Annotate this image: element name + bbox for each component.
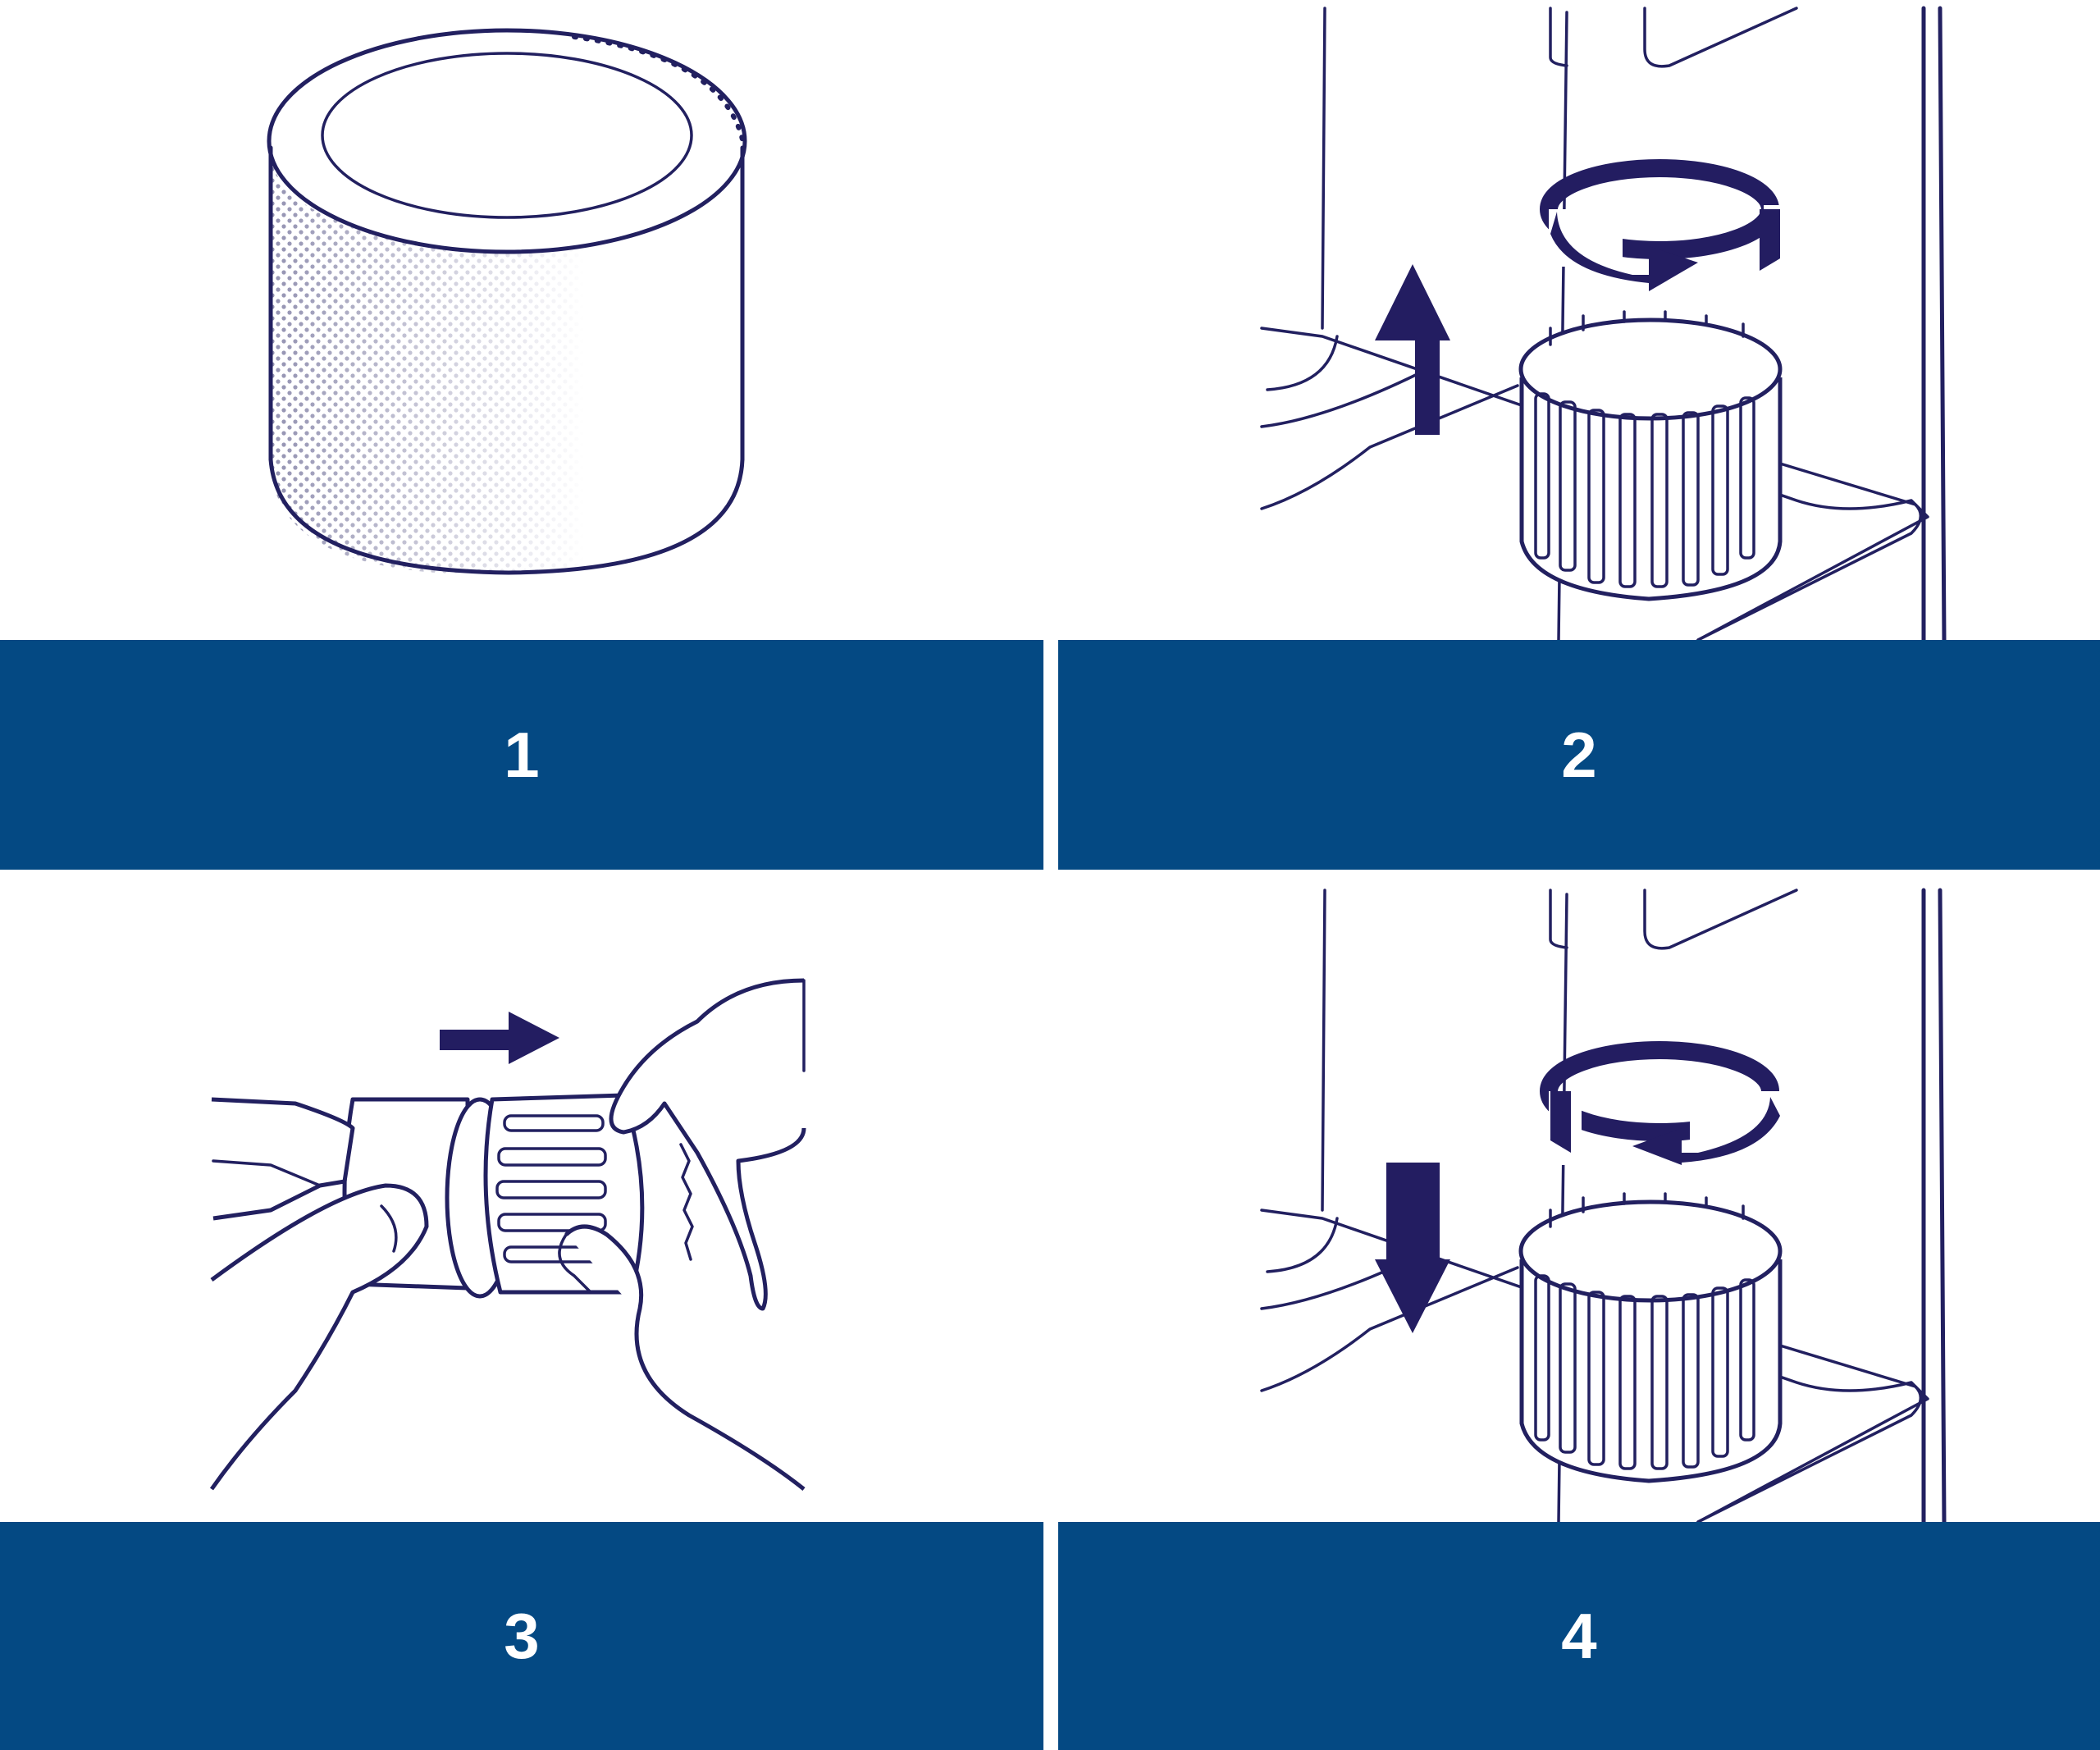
step-2-number: 2 [1561,719,1597,791]
step-4-label-band: 4 [1058,1522,2100,1750]
right-arrow-icon [440,1012,559,1064]
step-4-panel: 4 [1058,882,2100,1750]
step-2-label-band: 2 [1058,640,2100,870]
step-3-label-band: 3 [0,1522,1043,1750]
step-1-number: 1 [504,719,540,791]
step-3-number: 3 [504,1600,540,1672]
filter-cartridge-icon [267,28,747,575]
rotate-clockwise-icon [1540,159,1788,291]
step-1-panel: 1 [0,0,1043,870]
step-3-panel: 3 [0,882,1043,1750]
rotate-counterclockwise-icon [1540,1041,1780,1165]
step-1-label-band: 1 [0,640,1043,870]
attach-cap-to-filter-icon [209,978,806,1491]
reinstall-cap-icon [1260,888,1947,1522]
remove-cap-icon [1260,6,1947,640]
up-arrow-icon [1375,264,1450,435]
step-2-panel: 2 [1058,0,2100,870]
step-4-number: 4 [1561,1600,1597,1672]
down-arrow-icon [1375,1163,1450,1333]
